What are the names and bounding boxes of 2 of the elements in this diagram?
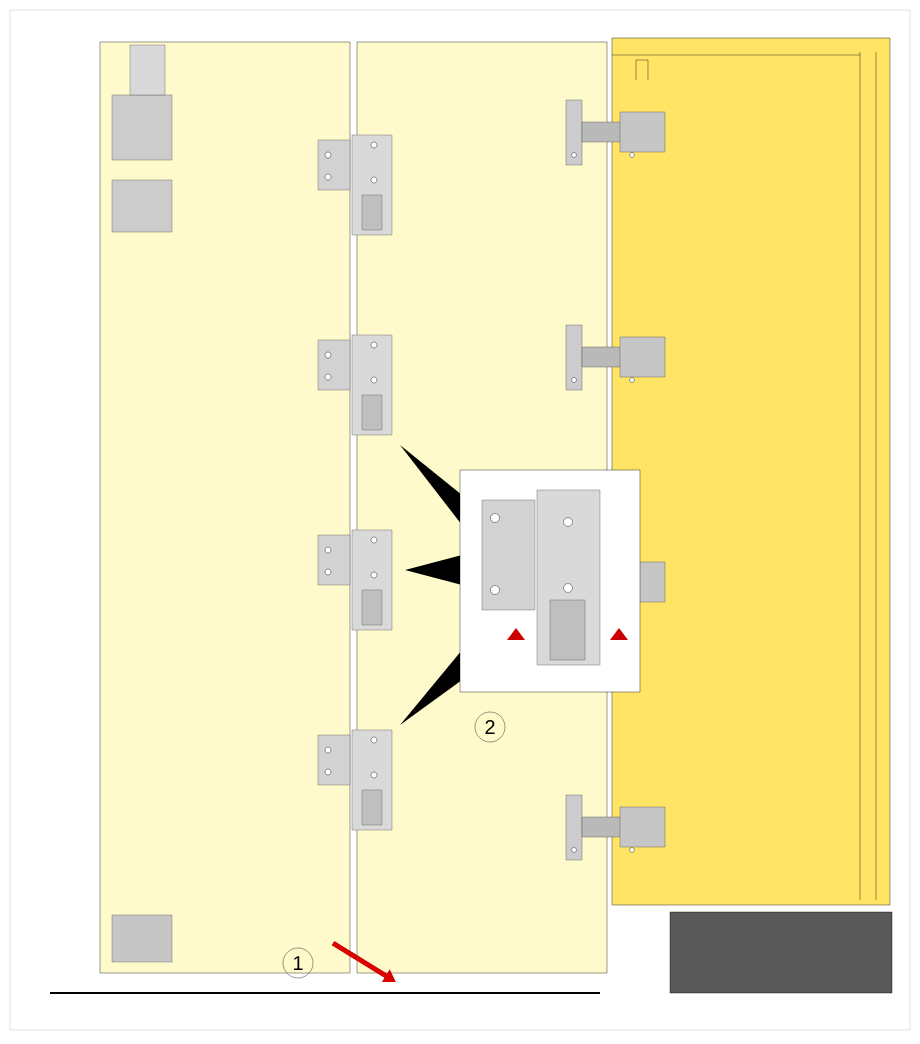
callout-number: 1 [282,947,314,979]
callout-number: 2 [474,711,506,743]
